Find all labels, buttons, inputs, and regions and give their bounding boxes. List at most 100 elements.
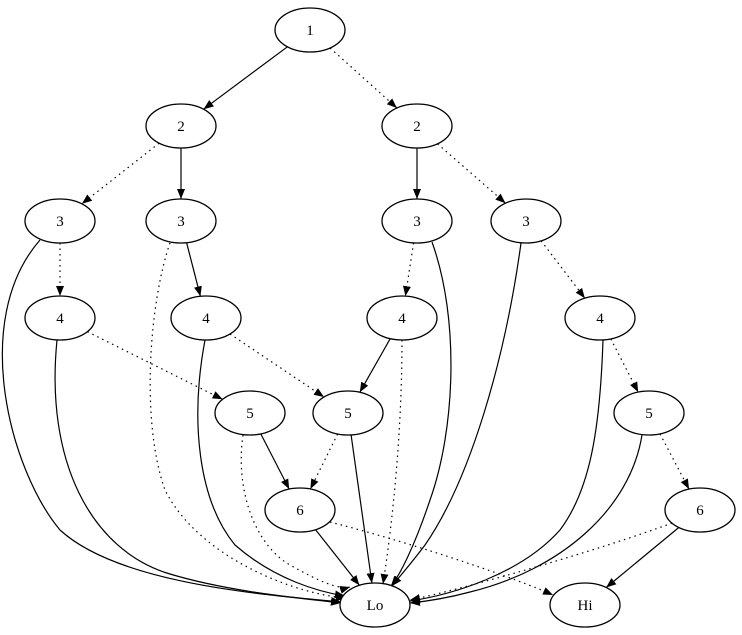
node-n3a: 3 <box>24 198 96 244</box>
node-lo: Lo <box>339 582 411 628</box>
node-ellipse <box>214 390 286 436</box>
edge-n5a-to-n6a-solid <box>260 433 290 490</box>
edge-line <box>380 339 403 585</box>
edge-line <box>409 434 643 606</box>
edge-n6b-to-hi-solid <box>605 527 680 588</box>
node-n2b: 2 <box>381 103 453 149</box>
edge-line <box>391 242 522 587</box>
node-ellipse <box>366 295 438 341</box>
edge-layer <box>1 46 690 606</box>
node-hi: Hi <box>549 582 621 628</box>
edge-line <box>409 522 673 602</box>
edge-line <box>203 46 288 110</box>
node-n4c: 4 <box>366 295 438 341</box>
edge-line <box>437 143 506 204</box>
edge-line <box>540 240 586 299</box>
node-ellipse <box>381 198 453 244</box>
node-ellipse <box>312 390 384 436</box>
node-ellipse <box>145 103 217 149</box>
edge-n6b-to-lo-dashed <box>409 522 673 602</box>
edge-line <box>390 241 452 587</box>
edge-n3c-to-lo-solid <box>390 241 452 587</box>
node-label: 3 <box>522 214 530 230</box>
edge-line <box>610 338 639 393</box>
edge-line <box>229 333 325 398</box>
edge-line <box>359 338 391 393</box>
edge-line <box>87 331 223 400</box>
edge-n3b-to-n4b-solid <box>186 242 202 297</box>
edge-n3d-to-lo-solid <box>391 242 522 587</box>
edge-line <box>329 47 398 109</box>
node-n2a: 2 <box>145 103 217 149</box>
node-label: 4 <box>398 311 406 327</box>
edge-line <box>659 433 690 490</box>
edge-n3c-to-n4c-dashed <box>402 242 415 297</box>
node-label: Lo <box>367 598 384 614</box>
edge-n4d-to-lo-solid <box>409 339 604 604</box>
edge-n2b-to-n3d-dashed <box>437 143 506 204</box>
edge-line <box>409 339 604 604</box>
node-ellipse <box>664 487 736 533</box>
edge-n4b-to-lo-solid <box>197 339 346 599</box>
node-ellipse <box>490 198 562 244</box>
edge-line <box>54 339 342 606</box>
edge-n4a-to-lo-solid <box>54 339 342 606</box>
node-label: 4 <box>202 311 210 327</box>
edge-n4c-to-n5b-solid <box>359 338 391 393</box>
node-label: 2 <box>177 119 185 135</box>
node-ellipse <box>170 295 242 341</box>
node-ellipse <box>613 390 685 436</box>
node-label: 3 <box>413 214 421 230</box>
node-ellipse <box>339 582 411 628</box>
node-label: 4 <box>56 311 64 327</box>
node-label: 5 <box>344 406 352 422</box>
edge-n5b-to-lo-solid <box>350 434 375 584</box>
edge-n6a-to-hi-dashed <box>329 521 554 596</box>
edge-n4c-to-lo-dashed <box>380 339 403 585</box>
edge-n5c-to-lo-solid <box>409 434 643 606</box>
node-ellipse <box>145 198 217 244</box>
node-label: 1 <box>306 23 314 39</box>
node-ellipse <box>564 295 636 341</box>
edge-n1-to-n2b-dashed <box>329 47 398 109</box>
node-n6a: 6 <box>264 487 336 533</box>
node-n4a: 4 <box>24 295 96 341</box>
node-ellipse <box>274 7 346 53</box>
node-ellipse <box>24 198 96 244</box>
edge-n5b-to-n6a-dashed <box>309 433 339 490</box>
edge-line <box>309 433 339 490</box>
node-label: 5 <box>645 406 653 422</box>
node-label: 4 <box>596 311 604 327</box>
node-n3c: 3 <box>381 198 453 244</box>
edge-n3a-to-lo-solid <box>1 239 342 606</box>
node-n4b: 4 <box>170 295 242 341</box>
node-ellipse <box>24 295 96 341</box>
node-n3d: 3 <box>490 198 562 244</box>
node-label: 3 <box>177 214 185 230</box>
node-n5c: 5 <box>613 390 685 436</box>
edge-line <box>81 142 160 205</box>
edge-line <box>197 339 346 599</box>
edge-n1-to-n2a-solid <box>203 46 288 110</box>
node-label: Hi <box>578 598 593 614</box>
node-ellipse <box>549 582 621 628</box>
node-n5b: 5 <box>312 390 384 436</box>
edge-line <box>186 242 202 297</box>
edge-n4a-to-n5a-dashed <box>87 331 223 400</box>
node-label: 2 <box>413 119 421 135</box>
node-layer: 1 2 2 3 3 3 3 4 4 4 4 5 5 5 6 6Lo Hi <box>24 7 736 628</box>
node-ellipse <box>264 487 336 533</box>
edge-n4d-to-n5c-dashed <box>610 338 639 393</box>
edge-line <box>402 242 415 297</box>
node-label: 3 <box>56 214 64 230</box>
edge-line <box>315 529 360 586</box>
edge-line <box>260 433 290 490</box>
node-n4d: 4 <box>564 295 636 341</box>
edge-n3d-to-n4d-dashed <box>540 240 586 299</box>
edge-line <box>329 521 554 596</box>
node-n5a: 5 <box>214 390 286 436</box>
edge-line <box>605 527 680 588</box>
node-n6b: 6 <box>664 487 736 533</box>
node-n1: 1 <box>274 7 346 53</box>
